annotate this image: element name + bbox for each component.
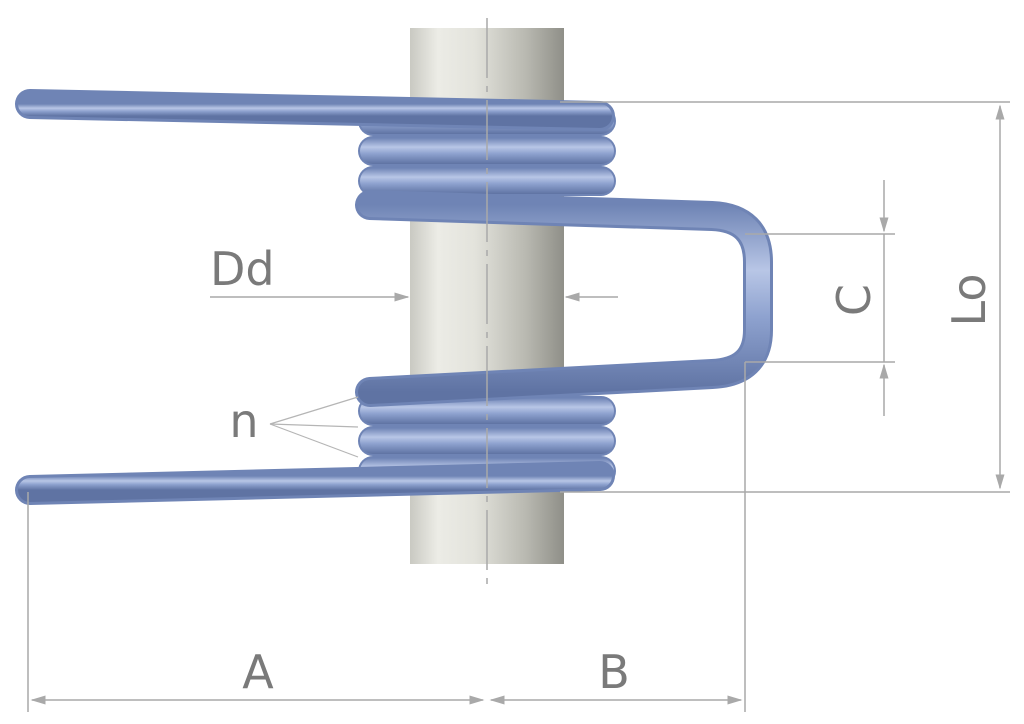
dimension-c	[745, 180, 895, 416]
dimension-lo	[560, 101, 1010, 493]
dd-label: Dd	[210, 242, 275, 296]
upper-leg	[15, 89, 615, 131]
a-label: A	[242, 645, 274, 699]
lower-leg	[15, 461, 615, 505]
connecting-loop	[355, 190, 773, 407]
dimension-ab	[27, 362, 746, 712]
c-label: C	[827, 284, 881, 316]
n-label: n	[229, 394, 258, 448]
n-leaders	[269, 396, 359, 458]
lo-label: Lo	[942, 274, 996, 327]
b-label: B	[598, 645, 630, 699]
